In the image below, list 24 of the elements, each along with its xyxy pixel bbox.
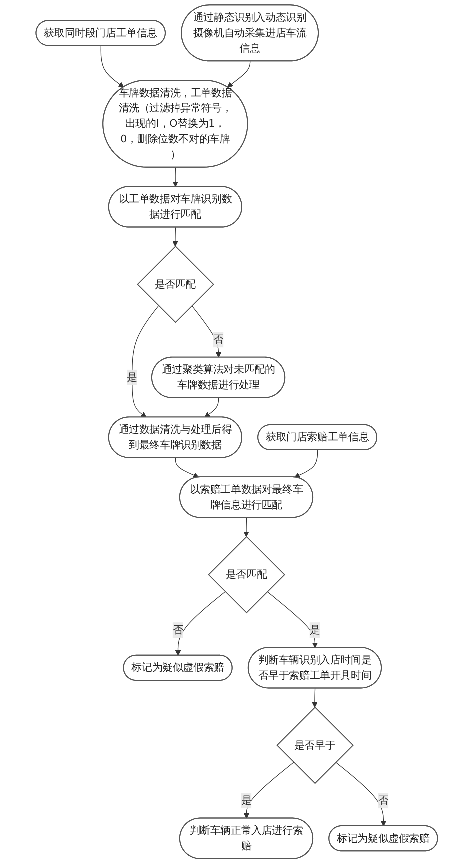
arrow [175,592,226,656]
edge-label: 是 [310,624,320,636]
arrow [175,458,200,478]
edge-label: 否 [378,794,389,807]
arrow [172,227,178,247]
edge-label: 否 [213,333,224,346]
node-diamond: 是否早于 [276,706,354,784]
arrow [294,450,318,478]
arrow [244,762,294,819]
arrow [336,762,387,827]
node-diamond: 是否匹配 [208,536,286,614]
arrow [192,306,222,358]
arrow [172,167,178,188]
arrow [227,61,251,88]
edge-label: 是 [127,371,138,384]
edge-label: 否 [172,624,184,636]
arrow [312,688,318,708]
arrow [267,592,318,648]
arrow [100,46,124,88]
arrow [244,518,250,538]
edge-label: 是 [241,794,252,807]
arrow [204,398,220,418]
arrow [132,306,160,418]
node-diamond: 是否匹配 [137,246,214,324]
